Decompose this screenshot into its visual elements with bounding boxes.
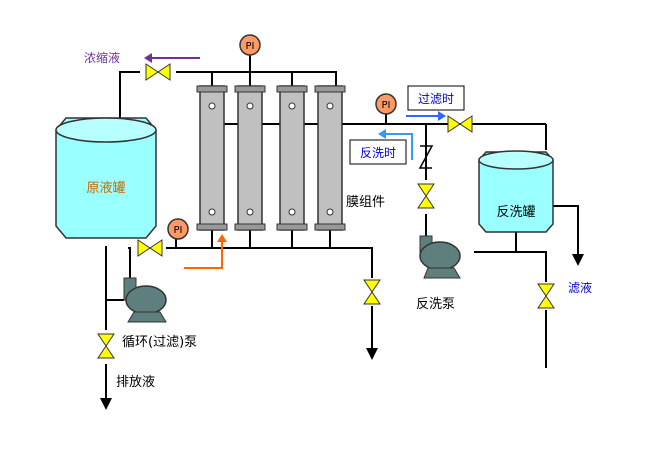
filtrate-label: 滤液 <box>568 280 592 295</box>
concentrate-label: 浓缩液 <box>84 50 120 65</box>
drain-valve <box>97 333 115 359</box>
concentrate-arrowhead <box>144 53 152 63</box>
permeate-pressure-gauge: PI <box>375 93 397 115</box>
raw-tank-label: 原液罐 <box>86 181 125 196</box>
membrane-modules: 膜组件 <box>196 85 385 231</box>
raw-tank-top-pipe <box>119 71 140 128</box>
inlet-valve <box>137 239 163 257</box>
backwash-arrow <box>384 133 413 160</box>
permeate-gauge-label: PI <box>382 100 391 111</box>
membrane-module-1 <box>196 85 228 231</box>
backwash-valve <box>417 183 435 209</box>
concentrate-header-pipe <box>176 71 337 86</box>
inlet-pressure-gauge: PI <box>167 218 189 240</box>
inlet-flow <box>184 234 227 269</box>
pressure-gauges: PI PI PI <box>167 34 397 240</box>
module-drain-valve <box>363 279 381 305</box>
inlet-gauge-label: PI <box>174 225 183 236</box>
backwash-arrowhead <box>378 129 386 139</box>
module-bottom-header-pipe <box>166 247 373 278</box>
backwash-mode: 反洗时 <box>349 129 413 165</box>
membrane-module-2 <box>234 85 266 231</box>
backwash-tank-lid <box>478 150 554 170</box>
circulation-pump-label: 循环(过滤)泵 <box>122 335 197 350</box>
filtrate-valve <box>447 115 473 133</box>
concentrate-flow: 浓缩液 <box>84 50 200 65</box>
backwash-tank: 反洗罐 <box>478 150 554 233</box>
filtrate-side-pipe <box>553 205 584 266</box>
filtrate-outlet-valve <box>537 283 555 309</box>
circulation-pump: 循环(过滤)泵 <box>122 277 197 350</box>
filtering-mode: 过滤时 <box>406 85 465 121</box>
backwash-tank-body <box>478 151 554 233</box>
check-valve <box>418 145 434 169</box>
backwash-tank-outlet-pipe <box>474 232 517 253</box>
filtrate-outlet-pipe <box>516 251 547 282</box>
raw-tank: 原液罐 <box>55 117 157 239</box>
top-pressure-gauge: PI <box>239 34 261 56</box>
backwash-label-box <box>349 139 407 165</box>
pump-outlet-pipe <box>128 247 131 280</box>
backwash-tank-label: 反洗罐 <box>496 205 535 220</box>
drain-label: 排放液 <box>116 375 155 390</box>
membrane-module-4 <box>314 85 346 231</box>
inlet-arrowhead <box>217 234 227 242</box>
raw-tank-body <box>55 117 157 239</box>
filtering-label: 过滤时 <box>418 92 454 106</box>
membrane-module-label: 膜组件 <box>346 195 385 210</box>
concentrate-valve <box>145 63 171 81</box>
inlet-arrow <box>184 240 223 269</box>
filter-arrowhead <box>438 111 446 121</box>
valves <box>97 63 555 359</box>
backwash-pump-label: 反洗泵 <box>416 297 455 312</box>
top-gauge-label: PI <box>246 41 255 52</box>
membrane-module-3 <box>276 85 308 231</box>
raw-tank-lid <box>55 117 157 143</box>
backwash-pump: 反洗泵 <box>416 235 461 312</box>
filtering-label-box <box>407 85 465 111</box>
raw-tank-bottom-pipe <box>105 246 124 301</box>
backwash-label: 反洗时 <box>360 146 396 160</box>
